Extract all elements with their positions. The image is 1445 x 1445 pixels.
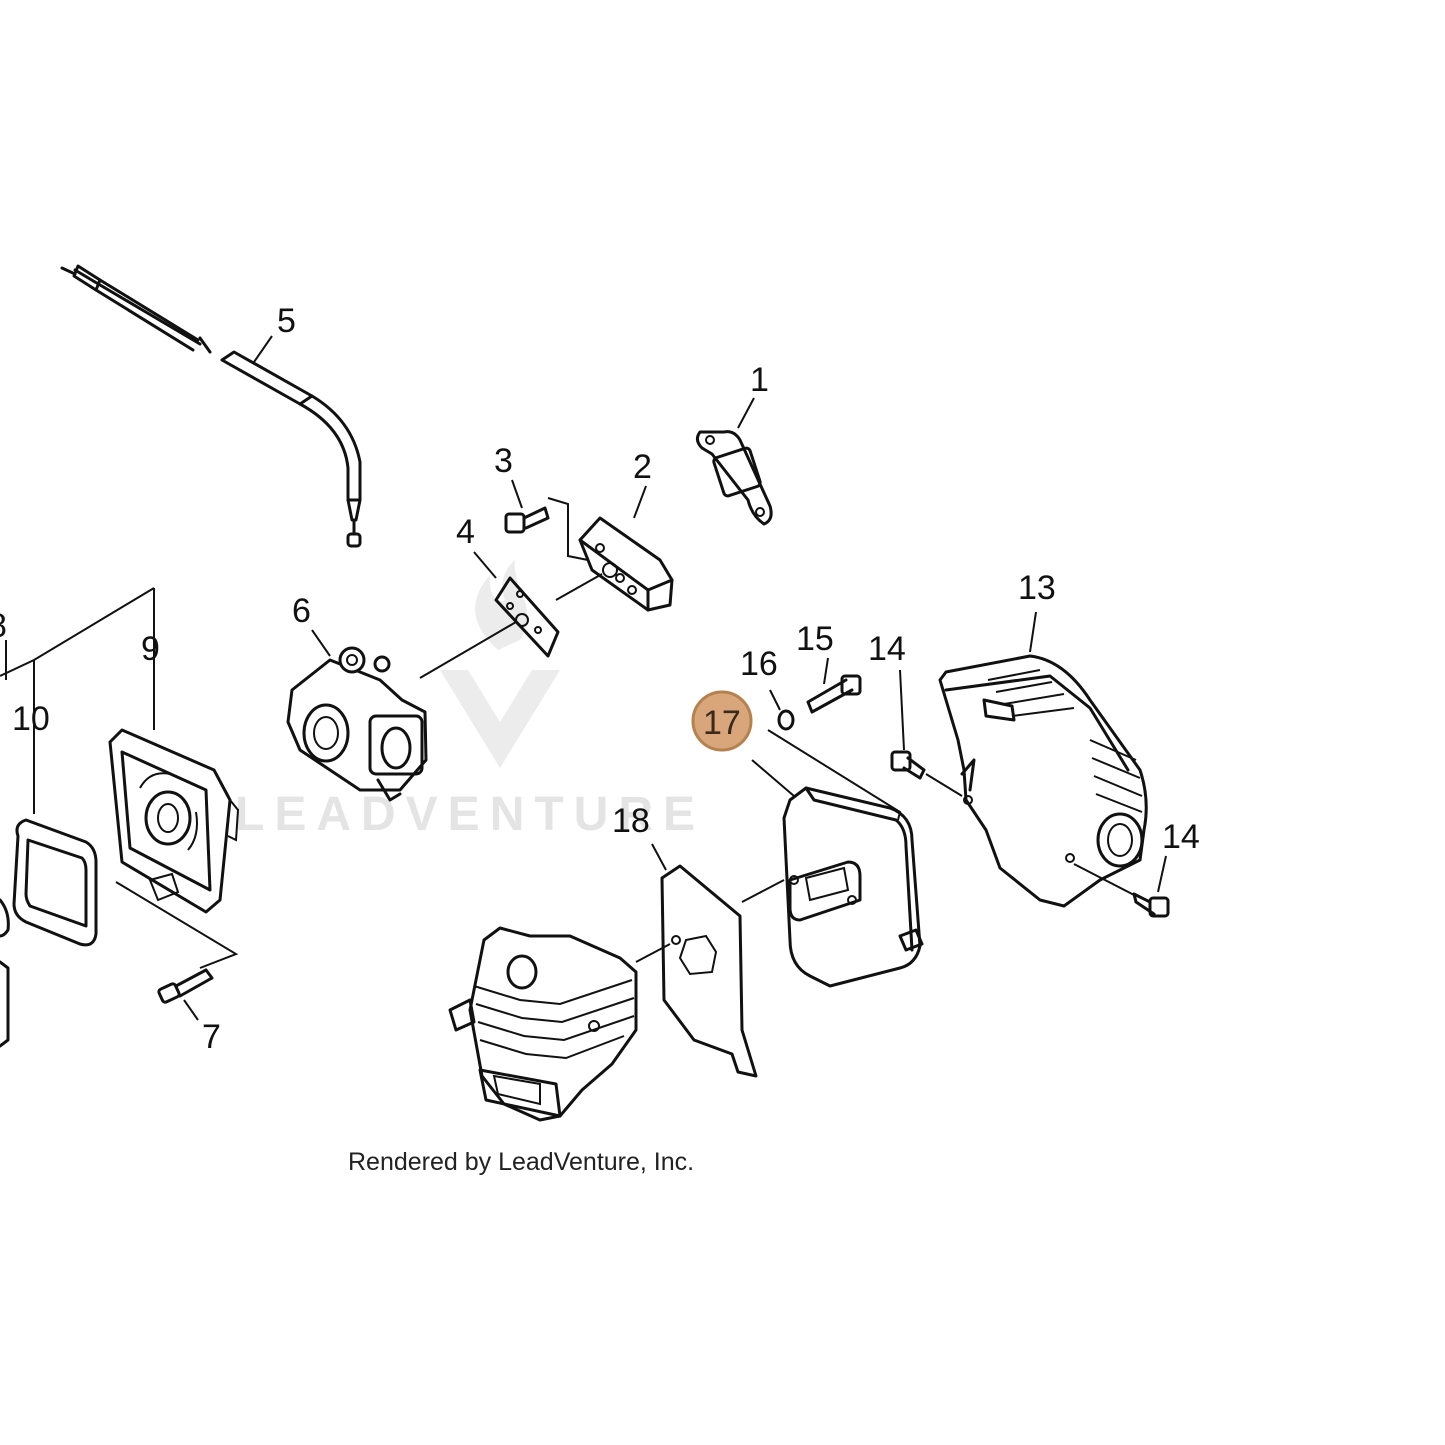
part-14-bolt-lower[interactable] [1132,892,1170,918]
part-10-air-filter[interactable] [12,818,98,947]
part-7-screw[interactable] [157,968,214,1004]
part-15-bolt[interactable] [806,674,862,714]
cylinder [448,926,638,1122]
callout-5[interactable]: 5 [277,302,296,340]
part-8-cover-partial[interactable] [0,898,10,1048]
part-1-gasket[interactable] [695,430,773,526]
callout-13[interactable]: 13 [1018,569,1056,607]
part-18-heat-shield[interactable] [660,864,758,1078]
callout-8[interactable]: 8 [0,607,7,645]
callout-16[interactable]: 16 [740,645,778,683]
callout-14-lower[interactable]: 14 [1162,818,1200,856]
callout-17[interactable]: 17 [703,704,741,742]
part-14-bolt-upper[interactable] [890,750,926,780]
part-9-air-cleaner-base[interactable] [108,728,240,914]
callout-10[interactable]: 10 [12,700,50,738]
callout-6[interactable]: 6 [292,592,311,630]
watermark-text: LEADVENTURE [235,788,705,841]
callout-9[interactable]: 9 [141,630,160,668]
callout-2[interactable]: 2 [633,448,652,486]
part-17-muffler[interactable] [782,786,924,988]
callout-17-highlight-badge[interactable] [691,690,753,752]
callout-labels: 1 2 3 4 5 6 7 8 9 10 13 14 14 15 16 17 1… [0,302,1200,1056]
part-5-throttle-cable[interactable] [60,264,362,548]
callout-4[interactable]: 4 [456,513,475,551]
callout-15[interactable]: 15 [796,620,834,658]
render-credit: Rendered by LeadVenture, Inc. [348,1148,694,1176]
callout-14-upper[interactable]: 14 [868,630,906,668]
callout-1[interactable]: 1 [750,361,769,399]
watermark: LEADVENTURE [235,560,705,841]
callout-3[interactable]: 3 [494,442,513,480]
part-4-gasket[interactable] [494,576,560,658]
watermark-logo-icon [440,670,560,768]
callout-18[interactable]: 18 [612,802,650,840]
leader-lines [0,335,1167,1021]
part-2-insulator[interactable] [578,516,674,612]
part-16-washer[interactable] [777,709,795,731]
callout-7[interactable]: 7 [202,1018,221,1056]
part-6-carburetor[interactable] [286,646,428,802]
part-13-muffler-cover[interactable] [938,654,1148,908]
part-3-screw[interactable] [504,497,589,561]
